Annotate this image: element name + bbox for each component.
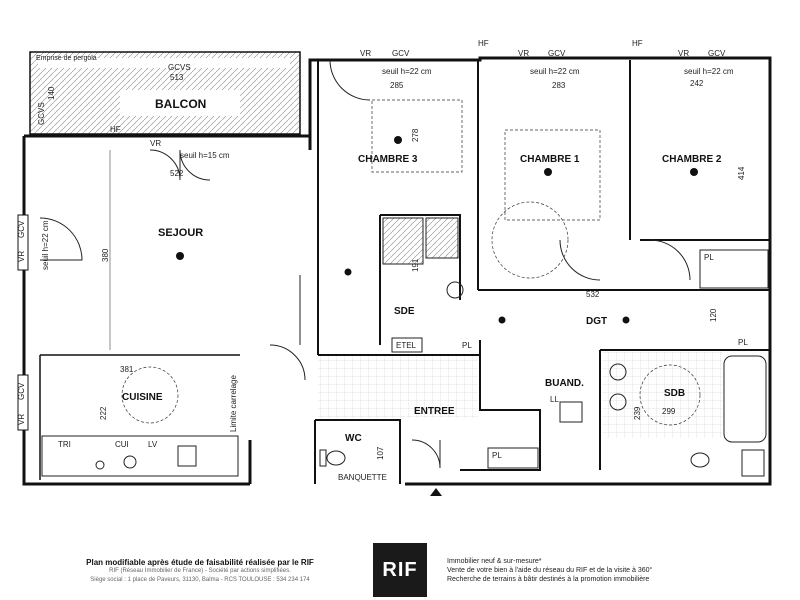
cuisine-label: CUISINE [122, 392, 163, 403]
cuisine-height-dim: 222 [99, 406, 108, 420]
vr-ch3: VR [360, 49, 371, 58]
ch3-seuil: seuil h=22 cm [382, 67, 432, 76]
footer-right-line2: Vente de votre bien à l'aide du réseau d… [447, 567, 653, 574]
sejour-seuil-side: seuil h=22 cm [41, 220, 50, 270]
gcv-ch3: GCV [392, 49, 410, 58]
ch3-light [394, 136, 402, 144]
sde-room: SDE 191 ETEL PL [382, 217, 472, 353]
chambre2-room: CHAMBRE 2 242 seuil h=22 cm 414 PL [649, 67, 769, 289]
cuisine-width-dim: 381 [120, 365, 134, 374]
chambre1-label: CHAMBRE 1 [520, 154, 580, 165]
floor-plan: Emprise de pergola BALCON 513 GCVS 140 G… [17, 39, 772, 496]
footer-title: Plan modifiable après étude de faisabili… [86, 558, 314, 567]
chambre2-label: CHAMBRE 2 [662, 154, 722, 165]
rif-logo: RIF [373, 543, 427, 597]
etel-label: ETEL [396, 341, 417, 350]
gcv-ch2: GCV [708, 49, 726, 58]
pl-sde: PL [462, 341, 472, 350]
dgt-room: DGT 532 120 PL [498, 290, 748, 347]
ch1-width-dim: 283 [552, 81, 566, 90]
vr-left-2: VR [17, 414, 26, 425]
chambre3-label: CHAMBRE 3 [358, 154, 418, 165]
sejour-seuil: seuil h=15 cm [180, 151, 230, 160]
footer-line2: Siège social : 1 place de Paveurs, 31130… [90, 577, 310, 583]
dgt-label: DGT [586, 316, 607, 327]
gcvs-label: GCVS [168, 63, 191, 72]
entree-label: ENTREE [414, 406, 455, 417]
footer-right-line1: Immobilier neuf & sur-mesure* [447, 558, 542, 565]
footer: Plan modifiable après étude de faisabili… [0, 540, 800, 600]
left-windows: VR GCV VR GCV [17, 214, 29, 431]
tri-label: TRI [58, 440, 71, 449]
ch2-seuil: seuil h=22 cm [684, 67, 734, 76]
wc-label: WC [345, 433, 362, 444]
sejour-height-dim: 380 [101, 248, 110, 262]
sejour-room: SEJOUR 522 380 seuil h=15 cm seuil h=22 … [39, 149, 306, 381]
chambre1-room: CHAMBRE 1 283 seuil h=22 cm [491, 67, 601, 281]
vr-ch1: VR [518, 49, 529, 58]
sdb-label: SDB [664, 388, 685, 399]
banquette-label: BANQUETTE [338, 473, 387, 482]
lv-label: LV [148, 440, 158, 449]
sdb-room: SDB 299 239 [602, 352, 767, 477]
hf-top: HF [478, 39, 489, 48]
gcv-ch1: GCV [548, 49, 566, 58]
sde-label: SDE [394, 306, 415, 317]
sdb-height-dim: 239 [633, 406, 642, 420]
window-labels: VR GCV HF VR GCV HF VR GCV HF VR [110, 39, 726, 148]
footer-right: Immobilier neuf & sur-mesure* Vente de v… [447, 557, 777, 584]
footer-line1: RIF (Réseau Immobilier de France) - Soci… [109, 568, 291, 574]
footer-left: Plan modifiable après étude de faisabili… [40, 558, 360, 585]
hf-top-2: HF [632, 39, 643, 48]
pl-ch2: PL [704, 253, 714, 262]
pergola-label: Emprise de pergola [36, 55, 97, 62]
wc-height-dim: 107 [376, 446, 385, 460]
balcony: Emprise de pergola BALCON 513 GCVS 140 G… [29, 51, 301, 135]
cui-label: CUI [115, 440, 129, 449]
sdb-width-dim: 299 [662, 407, 676, 416]
limite-carrelage: Limite carrelage [229, 375, 238, 432]
balcon-height-dim: 140 [47, 86, 56, 100]
gcv-left: GCV [17, 220, 26, 238]
balcon-width-dim: 513 [170, 73, 184, 82]
sejour-label: SEJOUR [158, 227, 203, 239]
dgt-height-dim: 120 [709, 308, 718, 322]
dgt-width-dim: 532 [586, 290, 600, 299]
buand-label: BUAND. [545, 378, 584, 389]
ch2-width-dim: 242 [690, 79, 704, 88]
ch3-width-dim: 285 [390, 81, 404, 90]
footer-right-line3: Recherche de terrains à bâtir destinés à… [447, 576, 650, 583]
vr-sejour: VR [150, 139, 161, 148]
chambre3-room: CHAMBRE 3 285 seuil h=22 cm 278 [329, 59, 463, 276]
pl-dgt: PL [738, 338, 748, 347]
vr-ch2: VR [678, 49, 689, 58]
buanderie-room: BUAND. LL PL [487, 378, 584, 469]
pl-buand: PL [492, 451, 502, 460]
sejour-width-dim: 522 [170, 169, 184, 178]
wc-room: WC 107 BANQUETTE [319, 433, 387, 482]
ch2-light [690, 168, 698, 176]
ch3-height-dim: 278 [411, 128, 420, 142]
vr-left: VR [17, 251, 26, 262]
ch1-light [544, 168, 552, 176]
sde-height-dim: 191 [411, 258, 420, 272]
cuisine-room: CUISINE 381 222 Limite carrelage TRI CUI… [41, 365, 239, 477]
hf-sejour: HF [110, 125, 121, 134]
ch1-seuil: seuil h=22 cm [530, 67, 580, 76]
balcon-label: BALCON [155, 97, 206, 111]
interior-walls [39, 60, 770, 484]
entree-room: ENTREE [318, 356, 478, 496]
entry-arrow-icon [430, 488, 442, 496]
ll-label: LL [550, 395, 559, 404]
gcv-left-2: GCV [17, 382, 26, 400]
ch2-height-dim: 414 [737, 166, 746, 180]
gcvs-side-label: GCVS [37, 102, 46, 125]
ceiling-light [176, 252, 184, 260]
